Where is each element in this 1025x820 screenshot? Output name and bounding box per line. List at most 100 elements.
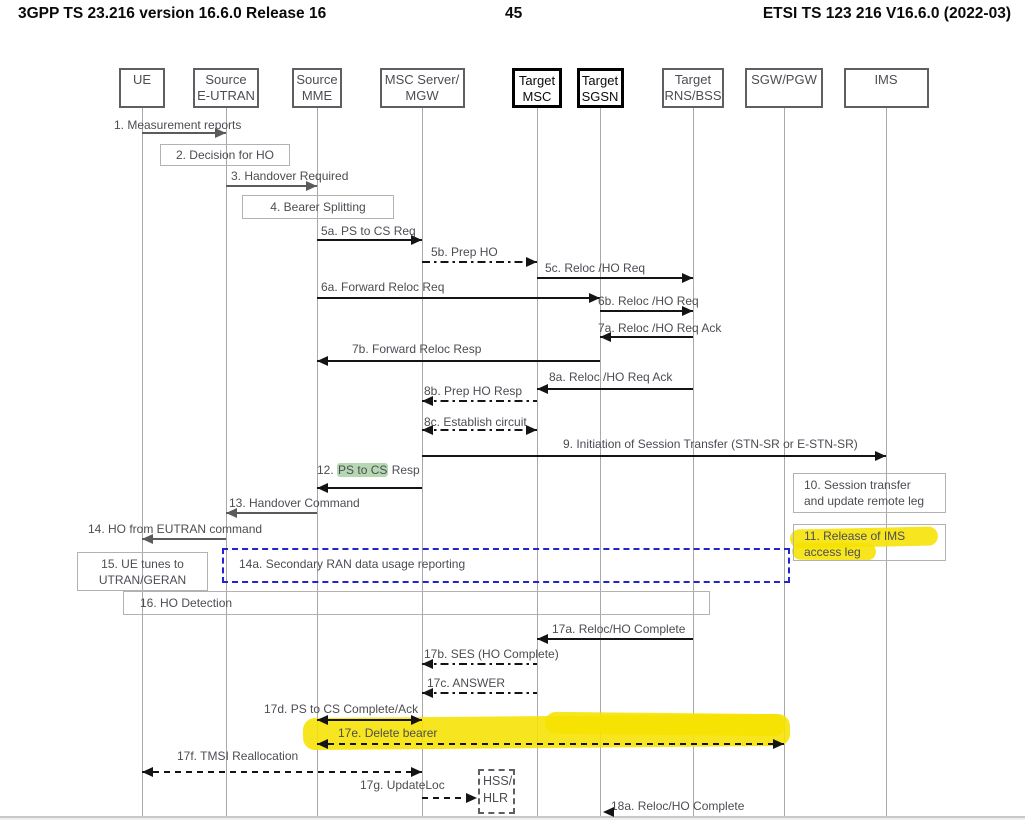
arrowhead-8b-prep-ho-resp	[422, 396, 433, 406]
arrowhead-17d-ps-to-cs-complete-ack	[411, 715, 422, 725]
message-label-17b-ses-ho-complete: 17b. SES (HO Complete)	[424, 647, 559, 661]
arrowhead-9-initiation-session-transfer	[875, 451, 886, 461]
arrowhead-14-ho-from-eutran-command	[142, 534, 153, 544]
arrow-line-9-initiation-session-transfer	[422, 455, 886, 457]
arrowhead-7a-reloc-ho-req-ack	[600, 332, 611, 342]
arrow-line-5c-reloc-ho-req	[537, 277, 693, 279]
actor-sgw-pgw: SGW/PGW	[745, 68, 823, 108]
lifeline-src-mme	[316, 108, 318, 816]
actor-ims: IMS	[843, 68, 929, 108]
lifeline-target-rns	[692, 108, 694, 816]
message-label-9-initiation-session-transfer: 9. Initiation of Session Transfer (STN-S…	[563, 437, 858, 451]
lifeline-target-sgsn	[599, 108, 601, 816]
message-label-7b-forward-reloc-resp: 7b. Forward Reloc Resp	[352, 342, 482, 356]
doc-title-left: 3GPP TS 23.216 version 16.6.0 Release 16	[18, 5, 327, 22]
arrow-line-6a-forward-reloc-req	[317, 297, 600, 299]
arrow-line-12-ps-to-cs-resp	[317, 487, 422, 489]
arrowhead-17e-delete-bearer-tail	[317, 739, 328, 749]
page-number: 45	[505, 5, 523, 22]
message-label-17g-updateloc: 17g. UpdateLoc	[360, 778, 445, 792]
arrow-line-7b-forward-reloc-resp	[317, 360, 600, 362]
message-label-6b-reloc-ho-req: 6b. Reloc /HO Req	[598, 294, 699, 308]
arrow-line-17g-updateloc	[422, 797, 477, 799]
arrowhead-18a-reloc-ho-complete	[603, 807, 614, 817]
message-label-6a-forward-reloc-req: 6a. Forward Reloc Req	[321, 280, 445, 294]
lifeline-src-eutran	[225, 108, 227, 816]
arrow-line-13-handover-command	[226, 512, 317, 514]
process-box-16-ho-detection: 16. HO Detection	[123, 591, 710, 615]
arrow-line-8c-establish-circuit	[422, 429, 537, 431]
arrowhead-8c-establish-circuit	[526, 425, 537, 435]
arrowhead-8c-establish-circuit-tail	[422, 425, 433, 435]
message-label-14-ho-from-eutran-command: 14. HO from EUTRAN command	[88, 522, 263, 536]
arrowhead-17a-reloc-ho-complete	[537, 634, 548, 644]
arrowhead-17f-tmsi-reallocation	[411, 767, 422, 777]
message-label-17a-reloc-ho-complete: 17a. Reloc/HO Complete	[552, 622, 686, 636]
message-label-7a-reloc-ho-req-ack: 7a. Reloc /HO Req Ack	[598, 321, 722, 335]
arrowhead-3-handover-required	[306, 181, 317, 191]
arrowhead-17b-ses-ho-complete	[422, 659, 433, 669]
arrowhead-6b-reloc-ho-req	[682, 306, 693, 316]
message-label-8b-prep-ho-resp: 8b. Prep HO Resp	[424, 384, 523, 398]
actor-ue: UE	[119, 68, 165, 108]
arrowhead-17g-updateloc	[466, 793, 477, 803]
arrow-line-17e-delete-bearer	[317, 743, 784, 745]
message-label-8c-establish-circuit: 8c. Establish circuit	[424, 415, 527, 429]
region-label-14a-secondary-ran-data-usage-reporting: 14a. Secondary RAN data usage reporting	[239, 557, 466, 571]
arrow-line-5b-prep-ho	[422, 261, 537, 263]
viewer-background-strip	[0, 818, 1025, 820]
process-box-4-bearer-splitting: 4. Bearer Splitting	[242, 195, 394, 219]
message-label-1-measurement-reports: 1. Measurement reports	[114, 118, 242, 132]
arrowhead-7b-forward-reloc-resp	[317, 356, 328, 366]
message-label-3-handover-required: 3. Handover Required	[231, 169, 349, 183]
actor-msc-server: MSC Server/MGW	[379, 68, 465, 108]
arrow-line-17f-tmsi-reallocation	[142, 771, 422, 773]
message-label-17e-delete-bearer: 17e. Delete bearer	[338, 726, 438, 740]
arrow-line-17c-answer	[422, 692, 537, 694]
arrowhead-17f-tmsi-reallocation-tail	[142, 767, 153, 777]
arrowhead-5b-prep-ho	[526, 257, 537, 267]
message-label-5a-ps-to-cs-req: 5a. PS to CS Req	[321, 224, 416, 238]
arrow-line-7a-reloc-ho-req-ack	[600, 336, 693, 338]
message-label-17f-tmsi-reallocation: 17f. TMSI Reallocation	[177, 749, 299, 763]
process-box-2-decision-for-ho: 2. Decision for HO	[160, 144, 290, 166]
arrow-line-17d-ps-to-cs-complete-ack	[317, 719, 422, 721]
arrow-line-8a-reloc-ho-req-ack	[537, 388, 693, 390]
message-label-5b-prep-ho: 5b. Prep HO	[431, 245, 498, 259]
delete-bearer-marker-2	[544, 711, 786, 737]
message-label-12-ps-to-cs-resp: 12. PS to CS Resp	[317, 463, 420, 477]
message-label-17d-ps-to-cs-complete-ack: 17d. PS to CS Complete/Ack	[264, 702, 419, 716]
arrowhead-12-ps-to-cs-resp	[317, 483, 328, 493]
dashed-region-14a-secondary-ran-data-usage-reporting: 14a. Secondary RAN data usage reporting	[222, 548, 790, 583]
arrow-line-17b-ses-ho-complete	[422, 663, 537, 665]
arrow-line-8b-prep-ho-resp	[422, 400, 537, 402]
arrow-line-1-measurement-reports	[142, 132, 226, 134]
arrowhead-6a-forward-reloc-req	[589, 293, 600, 303]
arrowhead-5c-reloc-ho-req	[682, 273, 693, 283]
lifeline-target-msc	[536, 108, 538, 816]
arrowhead-8a-reloc-ho-req-ack	[537, 384, 548, 394]
arrow-line-6b-reloc-ho-req	[600, 310, 693, 312]
arrow-line-5a-ps-to-cs-req	[317, 239, 422, 241]
message-label-13-handover-command: 13. Handover Command	[229, 496, 360, 510]
lifeline-ims	[885, 108, 887, 816]
arrow-line-17a-reloc-ho-complete	[537, 638, 693, 640]
doc-title-right: ETSI TS 123 216 V16.6.0 (2022-03)	[762, 5, 1011, 22]
database-box-hss-hlr: HSS/HLR	[478, 769, 515, 814]
arrow-line-3-handover-required	[226, 185, 317, 187]
arrowhead-13-handover-command	[226, 508, 237, 518]
arrow-line-14-ho-from-eutran-command	[142, 538, 226, 540]
lifeline-ue	[141, 108, 143, 816]
arrowhead-17d-ps-to-cs-complete-ack-tail	[317, 715, 328, 725]
arrowhead-5a-ps-to-cs-req	[411, 235, 422, 245]
lifeline-msc-server	[421, 108, 423, 816]
arrowhead-17e-delete-bearer	[773, 739, 784, 749]
message-label-17c-answer: 17c. ANSWER	[427, 676, 506, 690]
